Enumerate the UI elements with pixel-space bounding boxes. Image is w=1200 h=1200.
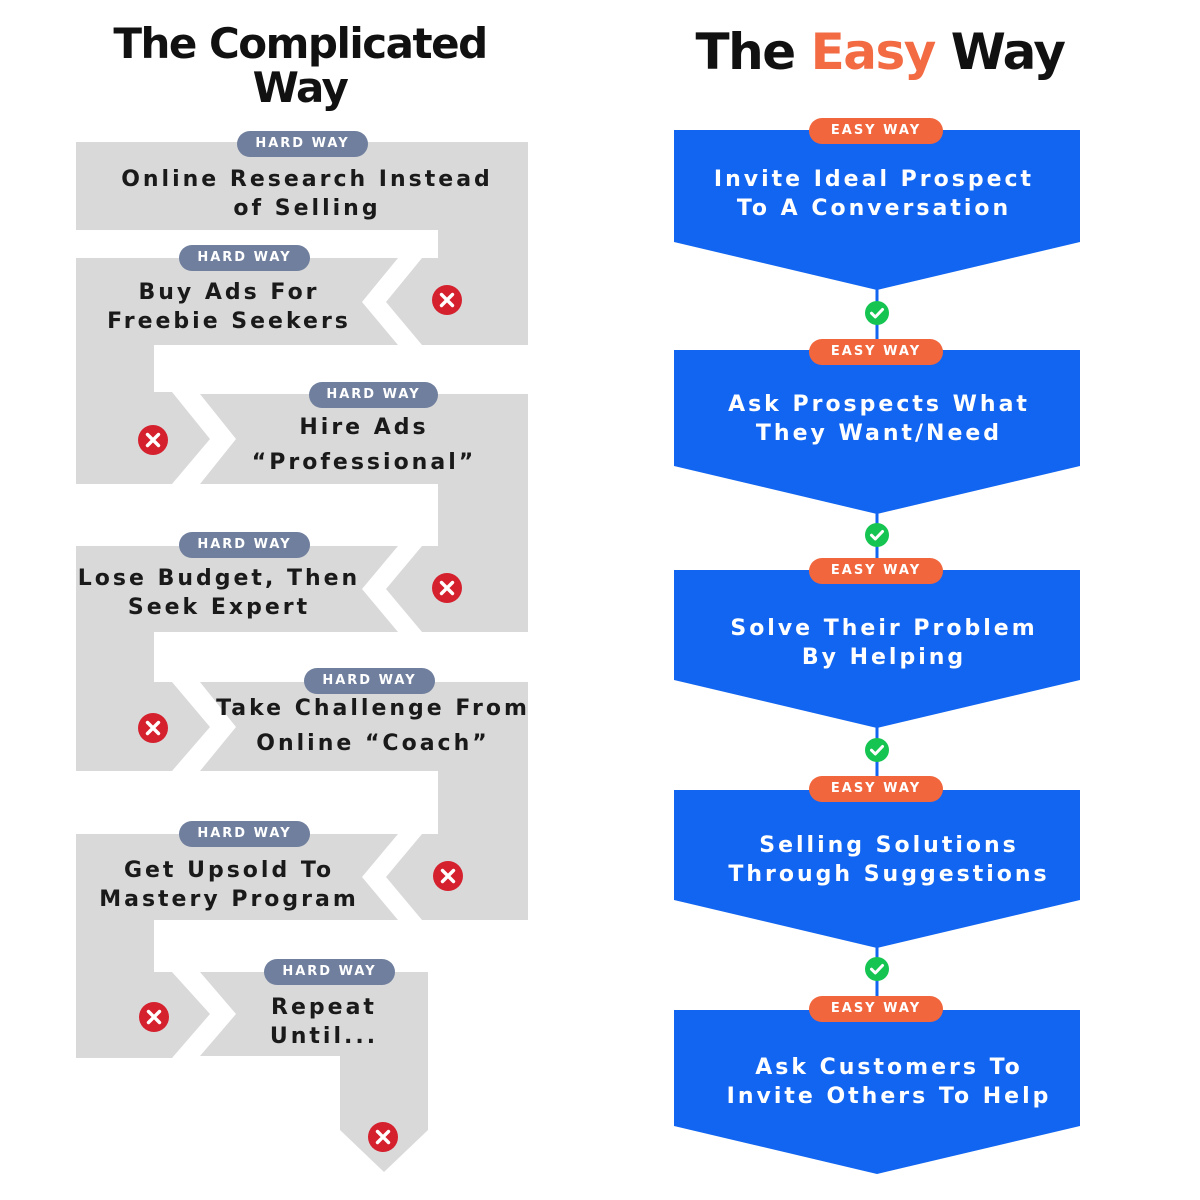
hard-step-2-line1: Buy Ads For xyxy=(138,280,320,305)
hard-step-4-connector xyxy=(386,546,438,632)
complicated-way-title-line1: The Complicated xyxy=(113,19,488,68)
check-circle-icon xyxy=(865,738,889,762)
hard-way-badge: HARD WAY xyxy=(309,382,438,408)
hard-step-2-label: Buy Ads For Freebie Seekers xyxy=(84,278,374,336)
hard-step-2-line2: Freebie Seekers xyxy=(107,309,351,334)
easy-step-1-label: Invite Ideal Prospect To A Conversation xyxy=(684,165,1064,223)
hard-step-7-line1: Repeat xyxy=(271,995,377,1020)
hard-way-flow xyxy=(76,142,528,1172)
x-circle-icon xyxy=(368,1122,398,1152)
hard-step-2-connector xyxy=(386,258,438,345)
hard-step-5-line2: Online “Coach” xyxy=(256,731,490,756)
hard-step-1-shape xyxy=(76,142,528,345)
hard-step-1-label: Online Research Instead of Selling xyxy=(100,165,514,223)
easy-step-4-label: Selling Solutions Through Suggestions xyxy=(684,831,1094,889)
hard-step-4-label: Lose Budget, Then Seek Expert xyxy=(76,564,362,622)
easy-step-4-shape xyxy=(674,790,1080,948)
hard-step-4-shape xyxy=(76,546,398,682)
easy-step-5-line1: Ask Customers To xyxy=(755,1055,1023,1080)
hard-step-1-line1: Online Research Instead xyxy=(121,167,493,192)
easy-step-3-label: Solve Their Problem By Helping xyxy=(684,614,1084,672)
easy-way-title-post: Way xyxy=(950,23,1066,81)
hard-step-6-line2: Mastery Program xyxy=(99,887,359,912)
easy-step-3-line1: Solve Their Problem xyxy=(730,616,1038,641)
x-circle-icon xyxy=(432,573,462,603)
hard-step-7-line2: Until... xyxy=(269,1024,379,1049)
easy-way-title: The Easy Way xyxy=(640,22,1120,82)
hard-step-1-line2: of Selling xyxy=(233,196,381,221)
hard-way-badge: HARD WAY xyxy=(179,821,310,847)
easy-way-badge: EASY WAY xyxy=(809,339,943,365)
hard-step-2-shape xyxy=(76,258,398,392)
hard-step-5-label: Take Challenge From Online “Coach” xyxy=(214,691,532,761)
hard-step-5-shape xyxy=(200,682,528,920)
easy-way-badge: EASY WAY xyxy=(809,118,943,144)
hard-step-6-connector xyxy=(386,834,438,920)
easy-way-badge: EASY WAY xyxy=(809,776,943,802)
easy-step-5-shape xyxy=(674,1010,1080,1174)
hard-way-badge: HARD WAY xyxy=(179,245,310,271)
hard-way-badge: HARD WAY xyxy=(304,668,435,694)
hard-way-badge: HARD WAY xyxy=(179,532,310,558)
easy-step-2-line1: Ask Prospects What xyxy=(728,392,1030,417)
easy-step-2-line2: They Want/Need xyxy=(755,421,1003,446)
x-circle-icon xyxy=(138,425,168,455)
hard-way-badge: HARD WAY xyxy=(237,131,368,157)
easy-step-1-line2: To A Conversation xyxy=(736,196,1012,221)
complicated-way-title-line2: Way xyxy=(252,63,349,112)
hard-step-4-line1: Lose Budget, Then xyxy=(77,566,361,591)
easy-step-4-line1: Selling Solutions xyxy=(759,833,1019,858)
easy-step-3-line2: By Helping xyxy=(801,645,967,670)
easy-step-2-shape xyxy=(674,350,1080,514)
easy-step-1-shape xyxy=(674,130,1080,290)
x-circle-icon xyxy=(138,713,168,743)
easy-step-4-line2: Through Suggestions xyxy=(728,862,1050,887)
easy-way-flow xyxy=(674,130,1080,1174)
hard-way-badge: HARD WAY xyxy=(264,959,395,985)
hard-step-6-line1: Get Upsold To xyxy=(123,858,335,883)
hard-step-3-line2: “Professional” xyxy=(251,450,477,475)
hard-step-7-label: Repeat Until... xyxy=(234,993,414,1051)
hard-step-6-shape xyxy=(76,834,398,972)
hard-step-3-label: Hire Ads “Professional” xyxy=(224,410,504,480)
x-circle-icon xyxy=(432,285,462,315)
easy-way-badge: EASY WAY xyxy=(809,558,943,584)
hard-step-4-line2: Seek Expert xyxy=(127,595,311,620)
easy-way-title-accent: Easy xyxy=(810,23,937,81)
hard-step-3-line1: Hire Ads xyxy=(299,415,429,440)
x-circle-icon xyxy=(433,861,463,891)
hard-step-5-line1: Take Challenge From xyxy=(216,696,530,721)
easy-step-5-label: Ask Customers To Invite Others To Help xyxy=(684,1053,1094,1111)
easy-step-5-line2: Invite Others To Help xyxy=(726,1084,1052,1109)
easy-way-title-pre: The xyxy=(695,23,797,81)
x-circle-icon xyxy=(139,1002,169,1032)
easy-step-1-line1: Invite Ideal Prospect xyxy=(713,167,1035,192)
complicated-way-title: The Complicated Way xyxy=(60,22,540,110)
easy-step-3-shape xyxy=(674,570,1080,728)
hard-step-6-label: Get Upsold To Mastery Program xyxy=(84,856,374,914)
easy-way-badge: EASY WAY xyxy=(809,996,943,1022)
hard-step-7-shape xyxy=(200,972,428,1172)
hard-step-3-shape xyxy=(200,394,528,632)
check-circle-icon xyxy=(865,523,889,547)
check-circle-icon xyxy=(865,301,889,325)
easy-step-2-label: Ask Prospects What They Want/Need xyxy=(684,390,1074,448)
check-circle-icon xyxy=(865,957,889,981)
